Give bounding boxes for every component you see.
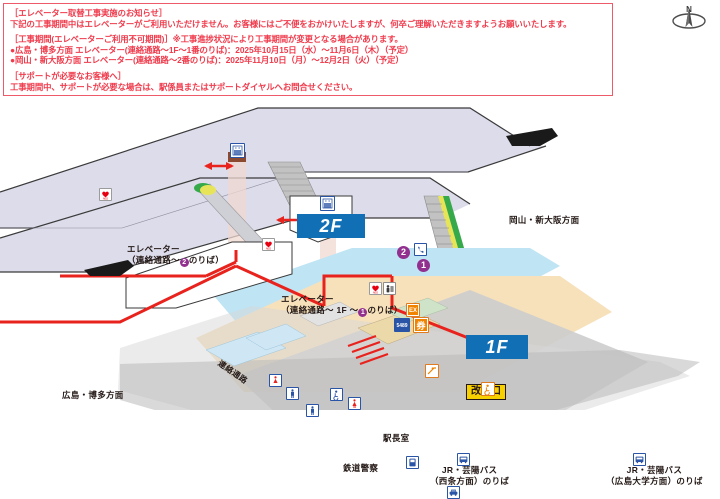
- elevator-label-1-line1: エレベーター: [281, 294, 334, 304]
- construction-notice-box: ［エレベーター取替工事実施のお知らせ］ 下記の工事期間中はエレベーターがご利用い…: [3, 3, 613, 96]
- route-stairs-marks: [347, 334, 389, 366]
- svg-text:AED: AED: [266, 246, 271, 250]
- bus-stop-label-university: JR・芸陽バス （広島大学方面）のりば: [606, 465, 703, 486]
- bus-stop-univ-line2: （広島大学方面）のりば: [606, 475, 703, 486]
- notice-title: ［エレベーター取替工事実施のお知らせ］: [10, 8, 168, 18]
- railway-police-label: 鉄道警察: [343, 463, 379, 473]
- bus-stop-saijo-line1: JR・芸陽バス: [441, 465, 498, 475]
- room-block-3: [299, 301, 359, 327]
- elevator-icon: [230, 143, 245, 158]
- platform-marker-2: 2: [397, 246, 410, 259]
- svg-text:5489: 5489: [396, 323, 407, 329]
- elevator-label-1-prefix: （連絡通路～ 1F ～: [281, 304, 359, 315]
- svg-text:EX: EX: [409, 308, 417, 314]
- notice-support-heading: ［サポートが必要なお客様へ］: [10, 70, 126, 81]
- taxi-icon: TAXI: [447, 486, 460, 499]
- svg-text:AED: AED: [373, 290, 378, 294]
- bus-stop-saijo-line2: （西条方面）のりば: [430, 475, 510, 486]
- floor-badge-1f: 1F: [466, 335, 528, 359]
- telephone-icon: [414, 243, 427, 256]
- vending-machine-icon: [406, 456, 419, 469]
- svg-text:N: N: [686, 5, 692, 14]
- escalator-icon: [425, 364, 439, 378]
- bus-stop-univ-line1: JR・芸陽バス: [626, 465, 683, 475]
- notice-period-item-okayama: ●岡山・新大阪方面 エレベーター(連絡通路～2番のりば)：2025年11月10日…: [10, 55, 404, 66]
- platform-marker-1: 1: [417, 259, 430, 272]
- notice-support-body: 工事期間中、サポートが必要な場合は、駅係員またはサポートダイヤルへお問合せくださ…: [10, 81, 358, 92]
- direction-marker-hiroshima: [84, 260, 134, 276]
- elevator-label-2-prefix: （連絡通路～: [127, 254, 180, 265]
- information-icon: [383, 282, 396, 295]
- floor-badge-2f: 2F: [297, 214, 365, 238]
- bus-stop-label-saijo: JR・芸陽バス （西条方面）のりば: [430, 465, 509, 486]
- notice-intro: 下記の工事期間中はエレベーターがご利用いただけません。お客様にはご不便をおかけい…: [10, 18, 572, 29]
- bus-icon: [457, 453, 470, 466]
- elevator-icon: [320, 196, 335, 211]
- direction-label-hiroshima: 広島・博多方面: [62, 390, 124, 400]
- elevator-label-1-suffix: のりば）: [367, 304, 403, 315]
- wheelchair-restroom-icon: [330, 388, 343, 401]
- compass-rose-icon: N: [668, 4, 710, 34]
- direction-marker-okayama: [506, 128, 558, 146]
- station-master-label: 駅長室: [383, 433, 410, 443]
- elevator-label-1-number: 1: [358, 307, 368, 317]
- svg-text:AED: AED: [103, 196, 108, 200]
- svg-text:TAXI: TAXI: [451, 489, 456, 492]
- express-ticket-icon: EX: [406, 303, 420, 317]
- aed-icon: AED: [262, 238, 275, 251]
- restroom-icon: [286, 387, 299, 400]
- restroom-zone-2: [245, 323, 307, 351]
- bus-icon: [633, 453, 646, 466]
- elevator-label-2-number: 2: [179, 257, 189, 267]
- direction-label-okayama: 岡山・新大阪方面: [509, 215, 580, 225]
- ticket-machine-icon: 5489: [394, 318, 410, 332]
- aed-icon: AED: [99, 188, 112, 201]
- elevator-label-2-line1: エレベーター: [127, 244, 180, 254]
- notice-period-heading: ［工事期間(エレベーターご利用不可期間)］※工事進捗状況により工事期間が変更とな…: [10, 34, 403, 45]
- notice-period-item-hiroshima: ●広島・博多方面 エレベーター(連絡通路～1F～1番のりば)：2025年10月1…: [10, 44, 414, 55]
- bus-apron: [120, 350, 700, 410]
- concourse-1f: [118, 195, 700, 410]
- wheelchair-restroom-icon: [481, 382, 495, 396]
- restroom-icon: [306, 404, 319, 417]
- ticket-office-icon: 券: [413, 317, 429, 333]
- restroom-icon: [269, 374, 282, 387]
- aed-icon: AED: [369, 282, 382, 295]
- restroom-icon: [348, 397, 361, 410]
- svg-text:券: 券: [415, 320, 426, 332]
- elevator-label-2-suffix: のりば）: [188, 254, 225, 265]
